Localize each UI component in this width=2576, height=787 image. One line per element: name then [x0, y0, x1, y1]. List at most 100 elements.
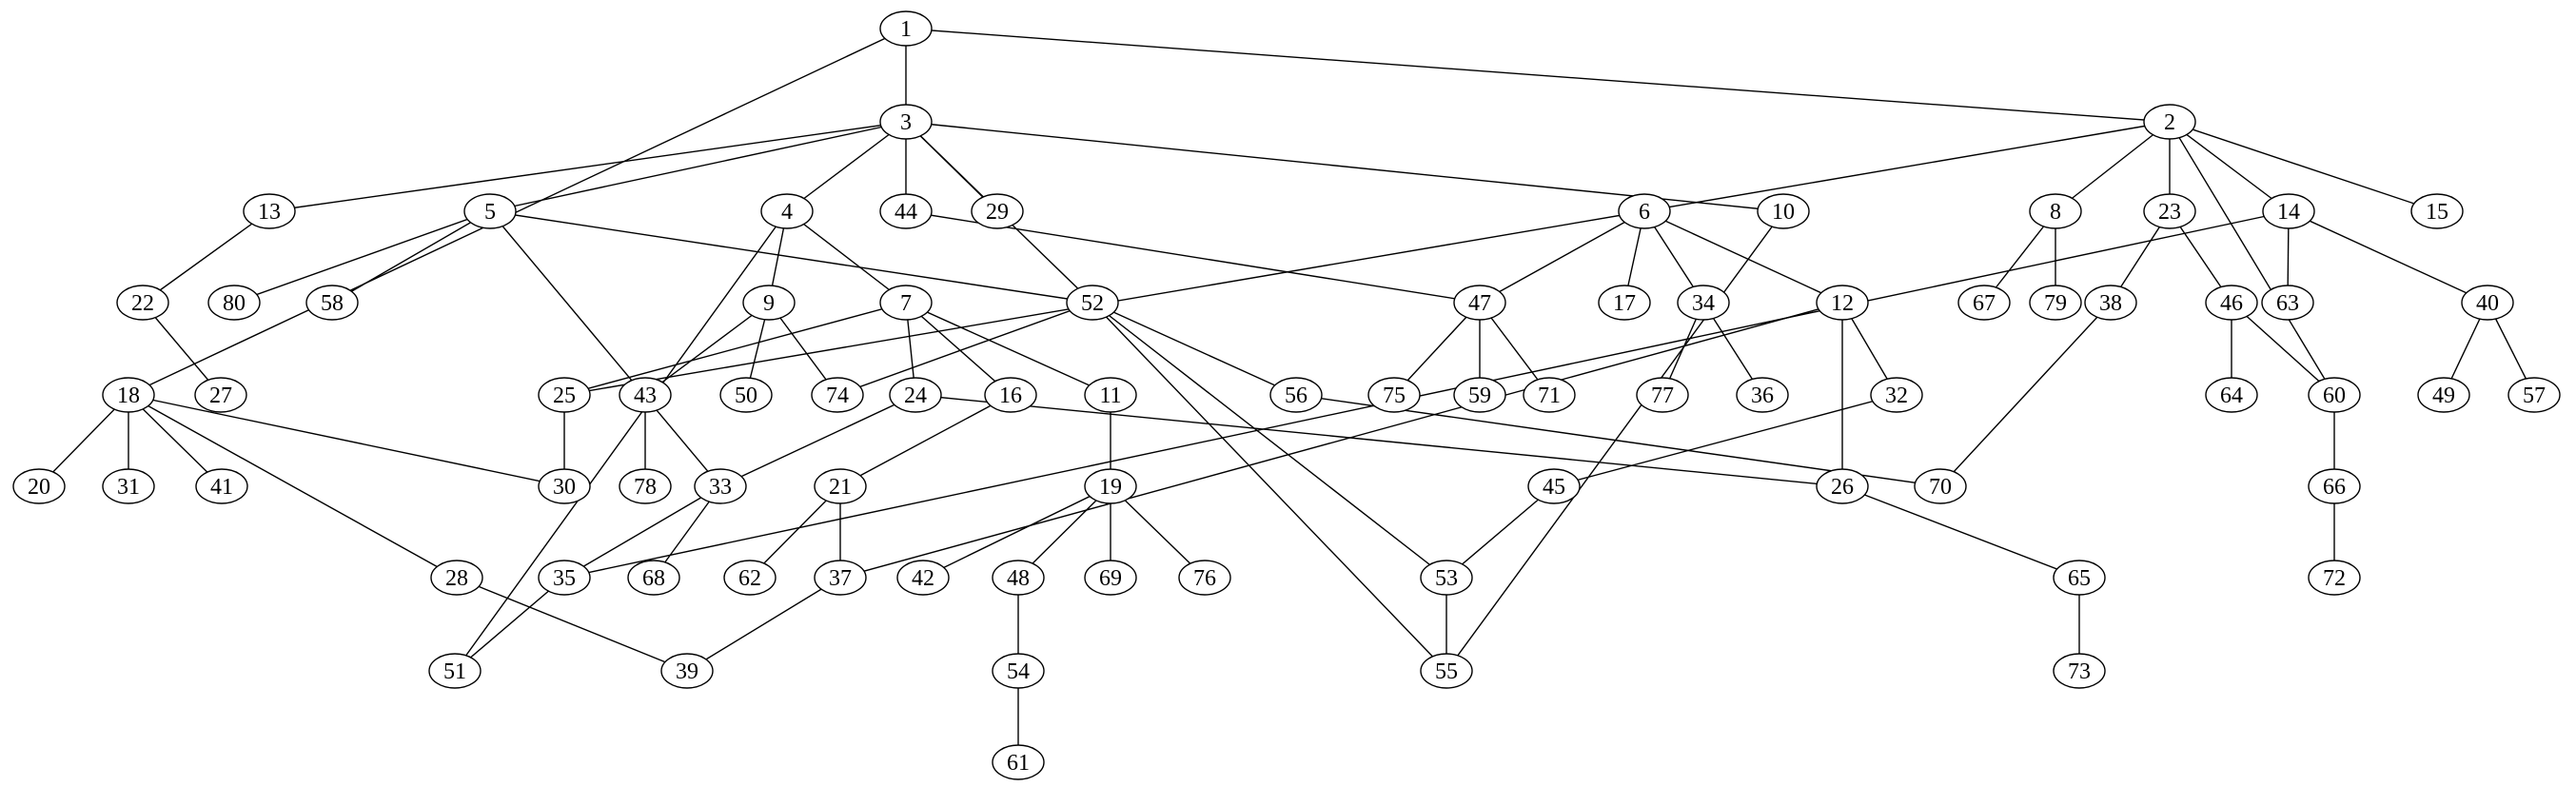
node-ellipse — [207, 285, 261, 321]
node-74: 74 — [811, 377, 864, 413]
edge-18-41 — [128, 394, 223, 487]
node-61: 61 — [992, 744, 1045, 780]
node-label: 50 — [735, 384, 757, 408]
node-36: 36 — [1736, 377, 1789, 413]
edge-2-60 — [2169, 121, 2335, 396]
edge-3-5 — [489, 121, 907, 212]
edge-9-43 — [644, 302, 770, 396]
node-ellipse — [1453, 285, 1506, 321]
node-20: 20 — [12, 468, 66, 504]
node-ellipse — [2507, 377, 2561, 413]
node-47: 47 — [1453, 285, 1506, 321]
node-49: 49 — [2417, 377, 2470, 413]
node-40: 40 — [2461, 285, 2514, 321]
node-12: 12 — [1816, 285, 1869, 321]
node-29: 29 — [971, 193, 1024, 229]
edge-45-53 — [1445, 485, 1555, 579]
node-label: 69 — [1099, 566, 1122, 591]
node-ellipse — [719, 377, 773, 413]
edge-14-40 — [2288, 210, 2488, 304]
edge-24-26 — [914, 394, 1843, 487]
node-21: 21 — [814, 468, 867, 504]
node-ellipse — [2205, 285, 2258, 321]
node-ellipse — [1367, 377, 1421, 413]
node-ellipse — [879, 285, 933, 321]
node-27: 27 — [194, 377, 247, 413]
node-label: 31 — [117, 475, 140, 500]
node-ellipse — [1269, 377, 1323, 413]
node-ellipse — [1677, 285, 1730, 321]
edge-14-35 — [563, 210, 2290, 579]
node-53: 53 — [1420, 560, 1473, 596]
node-77: 77 — [1636, 377, 1689, 413]
node-ellipse — [1914, 468, 1967, 504]
node-ellipse — [2261, 285, 2314, 321]
node-17: 17 — [1598, 285, 1651, 321]
node-label: 48 — [1007, 566, 1030, 591]
node-14: 14 — [2262, 193, 2315, 229]
node-ellipse — [2410, 193, 2464, 229]
node-label: 8 — [2050, 200, 2061, 225]
node-70: 70 — [1914, 468, 1967, 504]
node-label: 55 — [1435, 659, 1458, 684]
node-label: 6 — [1639, 200, 1650, 225]
node-ellipse — [619, 377, 672, 413]
node-label: 71 — [1538, 384, 1561, 408]
node-45: 45 — [1527, 468, 1581, 504]
node-label: 38 — [2099, 291, 2122, 316]
node-label: 62 — [738, 566, 761, 591]
node-ellipse — [463, 193, 517, 229]
node-label: 23 — [2158, 200, 2181, 225]
node-ellipse — [1084, 468, 1137, 504]
node-label: 70 — [1929, 475, 1952, 500]
node-ellipse — [1870, 377, 1923, 413]
node-4: 4 — [760, 193, 814, 229]
node-label: 28 — [445, 566, 468, 591]
node-label: 78 — [634, 475, 657, 500]
node-ellipse — [2029, 285, 2082, 321]
node-label: 56 — [1285, 384, 1308, 408]
node-label: 39 — [676, 659, 698, 684]
node-label: 10 — [1772, 200, 1795, 225]
node-ellipse — [971, 193, 1024, 229]
node-26: 26 — [1816, 468, 1869, 504]
node-72: 72 — [2308, 560, 2361, 596]
node-label: 67 — [1973, 291, 1996, 316]
node-63: 63 — [2261, 285, 2314, 321]
edge-35-51 — [454, 577, 565, 672]
node-ellipse — [879, 193, 933, 229]
node-67: 67 — [1957, 285, 2011, 321]
node-label: 7 — [900, 291, 912, 316]
node-5: 5 — [463, 193, 517, 229]
node-34: 34 — [1677, 285, 1730, 321]
node-ellipse — [538, 377, 591, 413]
edge-4-7 — [786, 210, 907, 304]
edge-47-75 — [1393, 302, 1481, 396]
node-ellipse — [2143, 104, 2196, 140]
node-ellipse — [116, 285, 169, 321]
node-42: 42 — [896, 560, 950, 596]
node-label: 61 — [1007, 751, 1030, 776]
edge-6-12 — [1643, 210, 1843, 304]
node-label: 29 — [986, 200, 1009, 225]
edge-3-13 — [268, 121, 907, 212]
node-ellipse — [1066, 285, 1119, 321]
node-ellipse — [1523, 377, 1576, 413]
edge-21-62 — [749, 485, 841, 579]
node-label: 40 — [2476, 291, 2499, 316]
node-7: 7 — [879, 285, 933, 321]
edge-52-74 — [836, 302, 1093, 396]
node-label: 36 — [1751, 384, 1774, 408]
node-80: 80 — [207, 285, 261, 321]
edge-5-80 — [233, 210, 491, 304]
node-label: 41 — [210, 475, 233, 500]
node-37: 37 — [814, 560, 867, 596]
node-ellipse — [760, 193, 814, 229]
edge-46-60 — [2231, 302, 2335, 396]
edge-2-8 — [2055, 121, 2171, 212]
node-label: 72 — [2323, 566, 2346, 591]
edge-24-33 — [719, 394, 916, 487]
node-35: 35 — [538, 560, 591, 596]
edge-3-4 — [786, 121, 907, 212]
